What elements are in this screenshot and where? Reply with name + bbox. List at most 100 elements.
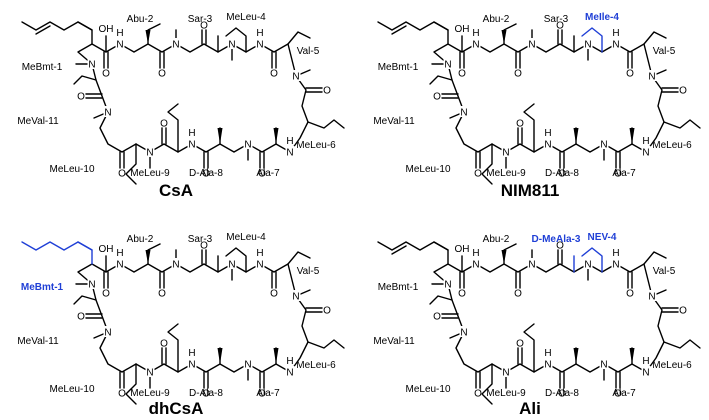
- oxygen-atom: O: [200, 241, 208, 252]
- nitrogen-atom: N: [286, 368, 293, 379]
- hydrogen-atom: H: [256, 28, 263, 39]
- oxygen-atom: O: [160, 119, 168, 130]
- atom-mask: [243, 358, 253, 369]
- atom-mask: [171, 38, 181, 49]
- meleu6-chain: [307, 339, 345, 349]
- stereo-wedge: [273, 128, 279, 144]
- nitrogen-atom: N: [528, 40, 535, 51]
- oxygen-atom: O: [323, 306, 331, 317]
- atom-mask: [443, 58, 453, 69]
- oxygen-atom: O: [556, 241, 564, 252]
- mebmt-alkyl-chain: [21, 241, 93, 251]
- residue-label-meleu-9: MeLeu-9: [486, 168, 526, 179]
- oxygen-atom: O: [679, 306, 687, 317]
- atom-mask: [583, 258, 593, 269]
- oxygen-atom: O: [118, 169, 126, 180]
- atom-mask: [641, 146, 651, 157]
- mebmt-alkyl-chain: [21, 21, 93, 31]
- meleu6-chain: [663, 119, 701, 129]
- oxygen-atom: O: [258, 389, 266, 400]
- residue-label-mebmt-1: MeBmt-1: [378, 282, 419, 293]
- nitrogen-atom: N: [244, 140, 251, 151]
- nitrogen-atom: N: [472, 40, 479, 51]
- residue-label-meleu-10: MeLeu-10: [405, 164, 450, 175]
- oxygen-atom: O: [679, 86, 687, 97]
- meval11-chain: [429, 75, 453, 85]
- atom-mask: [459, 106, 469, 117]
- stereo-wedge: [573, 348, 579, 364]
- val5-chain: [287, 251, 311, 265]
- nitrogen-atom: N: [648, 292, 655, 303]
- nitrogen-atom: N: [172, 40, 179, 51]
- meval11-chain: [429, 295, 453, 305]
- stereo-wedge: [217, 128, 223, 144]
- atom-mask: [227, 38, 237, 49]
- atom-mask: [171, 258, 181, 269]
- hydrogen-atom: H: [642, 136, 649, 147]
- meleu4-chain: [225, 247, 247, 273]
- atom-mask: [611, 38, 621, 49]
- meleu4-chain: [225, 27, 247, 53]
- residue-label-meleu-10: MeLeu-10: [49, 164, 94, 175]
- panel-title: CsA: [159, 181, 193, 200]
- hydroxyl-label: OH: [455, 244, 470, 255]
- oxygen-atom: O: [158, 69, 166, 80]
- mebmt-alkyl-chain: [377, 21, 449, 31]
- hydrogen-atom: H: [472, 28, 479, 39]
- residue-label-d-ala-8: D-Ala-8: [189, 168, 223, 179]
- nitrogen-atom: N: [172, 260, 179, 271]
- oxygen-atom: O: [77, 92, 85, 103]
- atom-mask: [187, 138, 197, 149]
- atom-mask: [243, 138, 253, 149]
- meval11-chain: [73, 295, 97, 305]
- atom-mask: [443, 278, 453, 289]
- meval11-chain: [73, 75, 97, 85]
- stereo-wedge: [629, 348, 635, 364]
- meleu10-chain: [125, 363, 137, 405]
- oxygen-atom: O: [102, 69, 110, 80]
- atom-mask: [611, 258, 621, 269]
- meleu9-chain: [167, 103, 179, 153]
- atom-mask: [543, 138, 553, 149]
- oxygen-atom: O: [614, 389, 622, 400]
- meleu9-chain: [167, 323, 179, 373]
- atom-mask: [599, 138, 609, 149]
- hydrogen-atom: H: [116, 28, 123, 39]
- atom-mask: [255, 258, 265, 269]
- meleu10-chain: [481, 363, 493, 405]
- residue-label-meleu-10: MeLeu-10: [405, 384, 450, 395]
- atom-mask: [291, 290, 301, 301]
- hydrogen-atom: H: [286, 356, 293, 367]
- nitrogen-atom: N: [228, 260, 235, 271]
- residue-label-mebmt-1: MeBmt-1: [21, 282, 64, 293]
- oxygen-atom: O: [102, 289, 110, 300]
- residue-label-meval-11: MeVal-11: [17, 336, 59, 347]
- oxygen-atom: O: [458, 289, 466, 300]
- nitrogen-atom: N: [88, 60, 95, 71]
- nitrogen-atom: N: [292, 72, 299, 83]
- nitrogen-atom: N: [502, 148, 509, 159]
- oxygen-atom: O: [158, 289, 166, 300]
- residue-label-val-5: Val-5: [297, 266, 320, 277]
- atom-mask: [583, 38, 593, 49]
- atom-mask: [501, 366, 511, 377]
- abu-chain: [503, 243, 517, 265]
- nitrogen-atom: N: [256, 260, 263, 271]
- nitrogen-atom: N: [600, 140, 607, 151]
- nitrogen-atom: N: [444, 60, 451, 71]
- oxygen-atom: O: [626, 69, 634, 80]
- nitrogen-atom: N: [584, 40, 591, 51]
- hydrogen-atom: H: [472, 248, 479, 259]
- stereo-wedge: [573, 128, 579, 144]
- mebmt-alkyl-chain: [377, 241, 449, 251]
- nitrogen-atom: N: [228, 40, 235, 51]
- atom-mask: [471, 258, 481, 269]
- atom-mask: [285, 366, 295, 377]
- nitrogen-atom: N: [642, 368, 649, 379]
- hydrogen-atom: H: [188, 128, 195, 139]
- atom-mask: [501, 146, 511, 157]
- oxygen-atom: O: [270, 289, 278, 300]
